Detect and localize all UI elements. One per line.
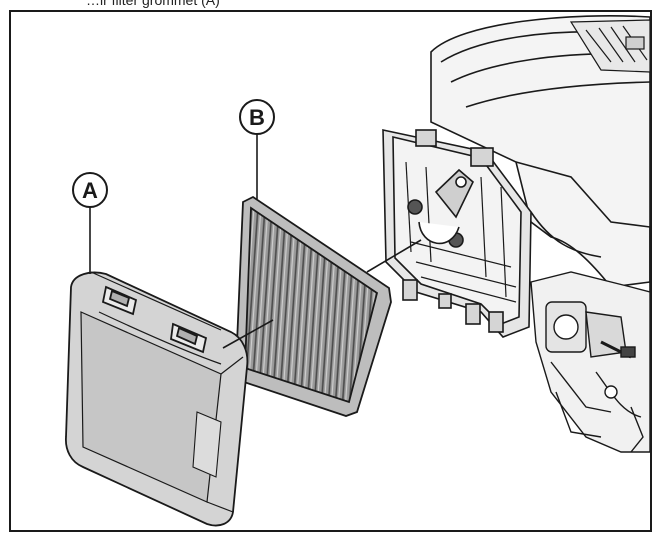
exploded-view-diagram: A B: [65, 15, 650, 527]
callout-b-circle: [239, 99, 275, 135]
paper-filter-element: [235, 195, 392, 417]
header-caption: …ir filter grommet (A): [86, 0, 220, 8]
callout-a-circle: [72, 172, 108, 208]
assembly-leader-lines: [222, 239, 422, 349]
pre-filter-cover: [65, 271, 249, 527]
engine-housing: [430, 15, 650, 453]
callout-b-label: B: [249, 105, 265, 130]
diagram-frame: A B: [9, 10, 652, 532]
control-panel-vents: [569, 19, 650, 73]
carburetor-assembly: [530, 271, 650, 453]
callout-a: A: [72, 172, 108, 274]
callout-b: B: [239, 99, 275, 199]
callout-a-label: A: [82, 178, 98, 203]
air-cleaner-base: [382, 129, 532, 338]
